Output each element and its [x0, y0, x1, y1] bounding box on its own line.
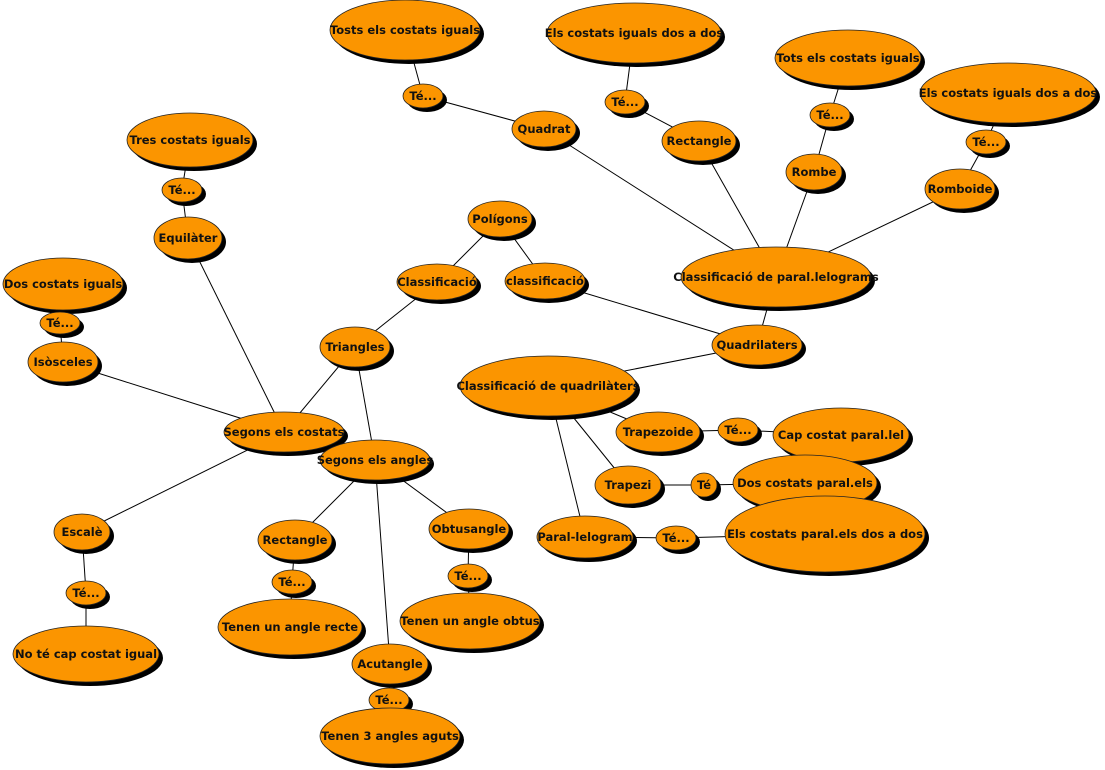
node-ellipse: [126, 112, 254, 168]
concept-node[interactable]: [153, 216, 226, 263]
link-phrase-node[interactable]: [965, 129, 1010, 158]
concept-node[interactable]: [428, 508, 513, 553]
node-ellipse: [271, 569, 313, 595]
concept-node[interactable]: [772, 407, 913, 466]
concept-node[interactable]: [217, 598, 366, 659]
concept-node[interactable]: [319, 707, 464, 768]
node-ellipse: [809, 102, 851, 128]
node-ellipse: [536, 515, 634, 559]
node-ellipse: [724, 495, 926, 573]
node-ellipse: [428, 508, 510, 550]
node-ellipse: [39, 311, 81, 335]
node-ellipse: [319, 707, 461, 765]
node-ellipse: [924, 168, 996, 210]
concept-node[interactable]: [615, 411, 704, 456]
node-ellipse: [680, 246, 872, 308]
node-ellipse: [351, 643, 429, 685]
concept-node[interactable]: [724, 495, 929, 576]
concept-node[interactable]: [919, 62, 1100, 127]
node-ellipse: [772, 407, 910, 463]
node-ellipse: [257, 519, 333, 561]
node-ellipse: [965, 129, 1007, 155]
concept-node[interactable]: [785, 153, 846, 194]
connector-line: [374, 459, 391, 665]
node-ellipse: [447, 563, 489, 589]
node-ellipse: [223, 411, 345, 453]
concept-node[interactable]: [396, 263, 481, 304]
concept-node[interactable]: [399, 592, 544, 653]
node-ellipse: [504, 262, 586, 300]
concept-node[interactable]: [12, 625, 163, 686]
node-ellipse: [396, 263, 478, 301]
node-ellipse: [546, 2, 722, 64]
concept-node[interactable]: [924, 168, 999, 213]
concept-node[interactable]: [680, 246, 875, 311]
link-phrase-node[interactable]: [271, 569, 316, 598]
node-ellipse: [467, 200, 533, 238]
link-phrase-node[interactable]: [809, 102, 854, 131]
link-phrase-node[interactable]: [717, 417, 762, 446]
node-ellipse: [53, 513, 111, 551]
link-phrase-node[interactable]: [65, 580, 110, 609]
concept-node[interactable]: [223, 411, 348, 456]
concept-node[interactable]: [467, 200, 536, 241]
node-ellipse: [319, 439, 431, 481]
link-phrase-node[interactable]: [655, 525, 700, 554]
node-ellipse: [785, 153, 843, 191]
node-ellipse: [161, 177, 203, 203]
link-phrase-node[interactable]: [447, 563, 492, 592]
link-phrase-node[interactable]: [402, 83, 447, 112]
link-phrase-node[interactable]: [39, 311, 84, 338]
link-phrase-node[interactable]: [690, 472, 721, 501]
concept-node[interactable]: [661, 120, 740, 165]
concept-node[interactable]: [511, 110, 580, 151]
concept-node[interactable]: [546, 2, 725, 67]
concept-node[interactable]: [329, 0, 484, 64]
node-ellipse: [329, 0, 481, 61]
concept-node[interactable]: [319, 326, 394, 371]
concept-node[interactable]: [594, 465, 665, 508]
connector-line: [187, 237, 285, 433]
node-ellipse: [217, 598, 363, 656]
node-ellipse: [594, 465, 662, 505]
concept-node[interactable]: [319, 439, 434, 484]
node-ellipse: [615, 411, 701, 453]
node-ellipse: [399, 592, 541, 650]
node-ellipse: [690, 472, 718, 498]
node-ellipse: [402, 83, 444, 109]
concept-node[interactable]: [2, 257, 127, 314]
concept-node[interactable]: [53, 513, 114, 554]
node-ellipse: [12, 625, 160, 683]
node-ellipse: [511, 110, 577, 148]
concept-node[interactable]: [351, 643, 432, 688]
node-ellipse: [153, 216, 223, 260]
node-ellipse: [661, 120, 737, 162]
node-ellipse: [774, 29, 922, 87]
concept-node[interactable]: [711, 324, 806, 369]
node-ellipse: [459, 355, 637, 417]
node-ellipse: [2, 257, 124, 311]
concept-node[interactable]: [257, 519, 336, 564]
concept-node[interactable]: [536, 515, 637, 562]
concept-node[interactable]: [126, 112, 257, 171]
node-ellipse: [27, 341, 99, 383]
link-phrase-node[interactable]: [604, 89, 649, 118]
node-ellipse: [711, 324, 803, 366]
node-ellipse: [717, 417, 759, 443]
node-ellipse: [604, 89, 646, 115]
node-ellipse: [655, 525, 697, 551]
node-ellipse: [319, 326, 391, 368]
concept-node[interactable]: [459, 355, 640, 420]
node-ellipse: [65, 580, 107, 606]
link-phrase-node[interactable]: [161, 177, 206, 206]
concept-node[interactable]: [774, 29, 925, 90]
node-ellipse: [919, 62, 1097, 124]
concept-node[interactable]: [504, 262, 589, 303]
concept-node[interactable]: [27, 341, 102, 386]
